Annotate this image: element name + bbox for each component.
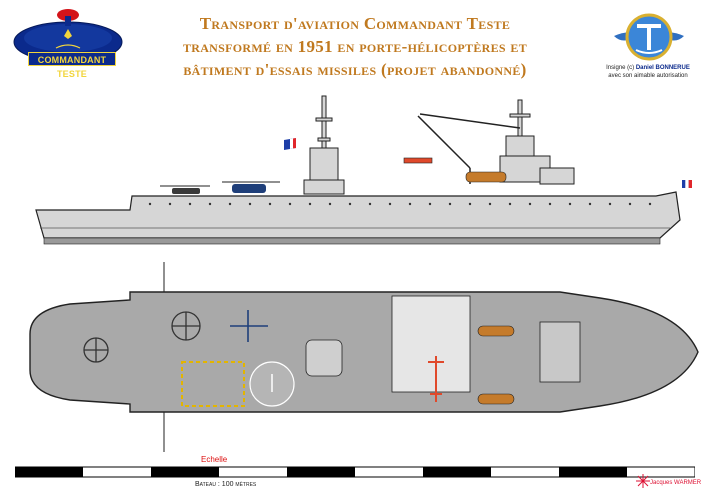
superstructure-top <box>539 321 581 383</box>
helicopter-top-2-icon <box>230 310 268 342</box>
title-line-3: bâtiment d'essais missiles (projet aband… <box>183 60 527 79</box>
portholes <box>148 202 652 206</box>
title-line-1: Transport d'aviation Commandant Teste <box>199 14 511 33</box>
title-line-2: transformé en 1951 en porte-hélicoptères… <box>182 37 528 56</box>
ship-insignia-icon <box>614 13 684 61</box>
deck-mount <box>305 339 343 377</box>
credit-permission: avec son aimable autorisation <box>608 73 688 79</box>
hangar-elevator <box>391 295 471 393</box>
credit-prefix: Insigne (c) <box>606 65 635 71</box>
sailor-cap-logo: COMMANDANT TESTE <box>10 8 126 79</box>
insignia-credit: Insigne (c) Daniel BONNERUE avec son aim… <box>598 64 698 80</box>
launch-boat-icon <box>465 171 507 183</box>
boat-top-2-icon <box>477 393 515 405</box>
scale-bar: Echelle Bateau : 100 mètres <box>15 455 695 495</box>
cap-ribbon-label: COMMANDANT TESTE <box>28 52 116 79</box>
ship-side-profile <box>35 95 692 245</box>
mast-aft <box>499 99 575 185</box>
ship-plan-view <box>29 262 699 452</box>
landing-spot-marked <box>181 361 245 407</box>
artist-signature: Jacques WARMER <box>650 480 702 486</box>
mast-forward <box>303 95 345 195</box>
helicopter-side-1-icon <box>160 185 210 194</box>
missile-top-icon <box>428 356 444 402</box>
signature-star-icon <box>636 474 650 488</box>
boat-top-1-icon <box>477 325 515 337</box>
scale-ruler <box>15 466 695 478</box>
helicopter-top-3-icon <box>83 337 109 363</box>
page-title: Transport d'aviation Commandant Teste tr… <box>140 12 570 81</box>
scale-caption: Bateau : 100 mètres <box>195 481 257 488</box>
helicopter-top-1-icon <box>171 311 201 341</box>
credit-author: Daniel BONNERUE <box>635 65 690 71</box>
hull-side <box>35 191 681 239</box>
flight-deck <box>29 291 699 413</box>
missile-side-icon <box>403 157 433 164</box>
scale-label: Echelle <box>201 455 228 464</box>
helicopter-side-2-icon <box>222 181 280 193</box>
